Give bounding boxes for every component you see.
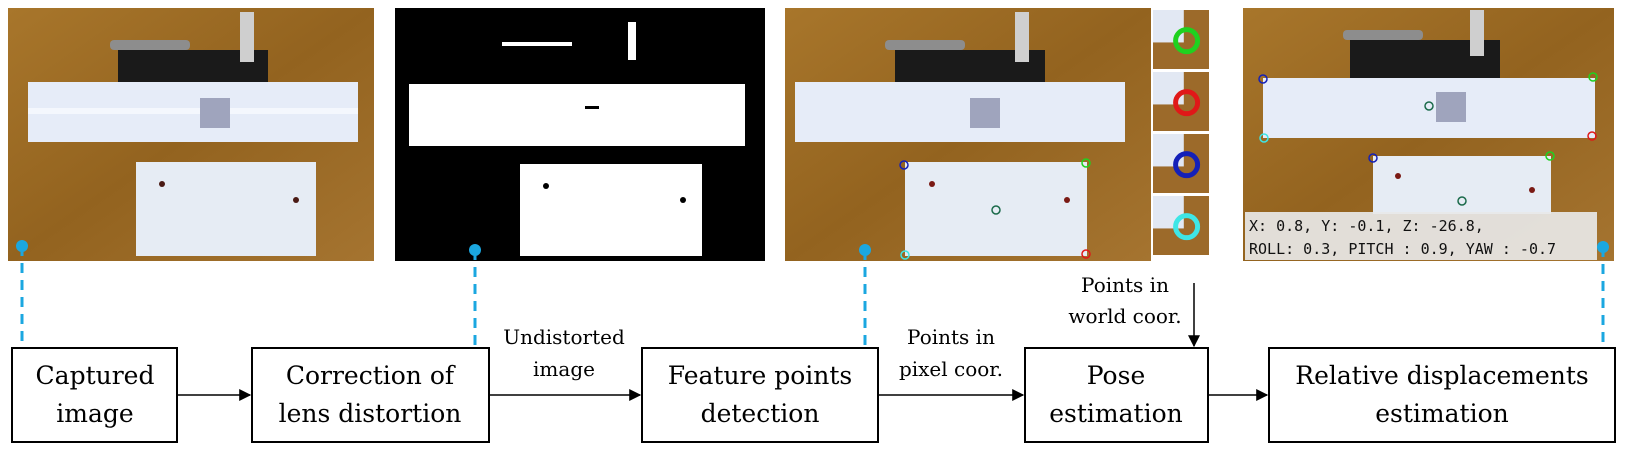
marker-green (1081, 158, 1091, 168)
edge-world-1: Points in (1081, 273, 1169, 297)
photo-feature-detection (785, 8, 1151, 261)
flow-arrows (177, 283, 1269, 401)
label-correction-2: lens distortion (279, 399, 462, 428)
readout-line-rotation: ROLL: 0.3, PITCH : 0.9, YAW : -0.7 (1249, 240, 1556, 258)
edge-undistorted-2: image (533, 357, 595, 381)
photo-displacement: X: 0.8, Y: -0.1, Z: -26.8, ROLL: 0.3, PI… (1243, 8, 1614, 261)
dashed-connectors (20, 246, 1605, 358)
box-lens-correction (251, 347, 490, 443)
edge-world-2: world coor. (1068, 304, 1181, 328)
edge-undistorted-1: Undistorted (503, 325, 625, 349)
label-relative-1: Relative displacements (1295, 361, 1588, 390)
photo-binarized (395, 8, 765, 261)
inset-cyan-marker (1153, 196, 1209, 255)
marker-insets (1151, 8, 1209, 261)
label-feature-2: detection (701, 399, 820, 428)
marker-cyan (900, 250, 910, 260)
box-feature-detection (641, 347, 879, 443)
box-relative-displacements (1268, 347, 1616, 443)
box-pose-estimation (1024, 347, 1209, 443)
edge-pixel-2: pixel coor. (899, 357, 1003, 381)
label-pose-2: estimation (1049, 399, 1182, 428)
marker-center (991, 205, 1001, 215)
label-feature-1: Feature points (668, 361, 853, 390)
edge-pixel-1: Points in (907, 325, 995, 349)
box-labels: Captured image Correction of lens distor… (36, 361, 1589, 428)
label-captured-1: Captured (36, 361, 155, 390)
readout-panel (1245, 212, 1597, 260)
label-correction-1: Correction of (286, 361, 456, 390)
label-pose-1: Pose (1087, 361, 1145, 390)
box-captured-image (11, 347, 178, 443)
label-captured-2: image (56, 399, 133, 428)
readout-line-position: X: 0.8, Y: -0.1, Z: -26.8, (1249, 217, 1484, 235)
photo-captured (8, 8, 374, 261)
inset-blue-marker (1153, 134, 1209, 193)
label-relative-2: estimation (1375, 399, 1508, 428)
inset-green-marker (1153, 10, 1209, 69)
edge-labels: Undistorted image Points in pixel coor. … (503, 273, 1181, 381)
process-boxes (11, 347, 1616, 443)
inset-red-marker (1153, 72, 1209, 131)
marker-red (1081, 249, 1091, 259)
marker-blue (899, 160, 909, 170)
